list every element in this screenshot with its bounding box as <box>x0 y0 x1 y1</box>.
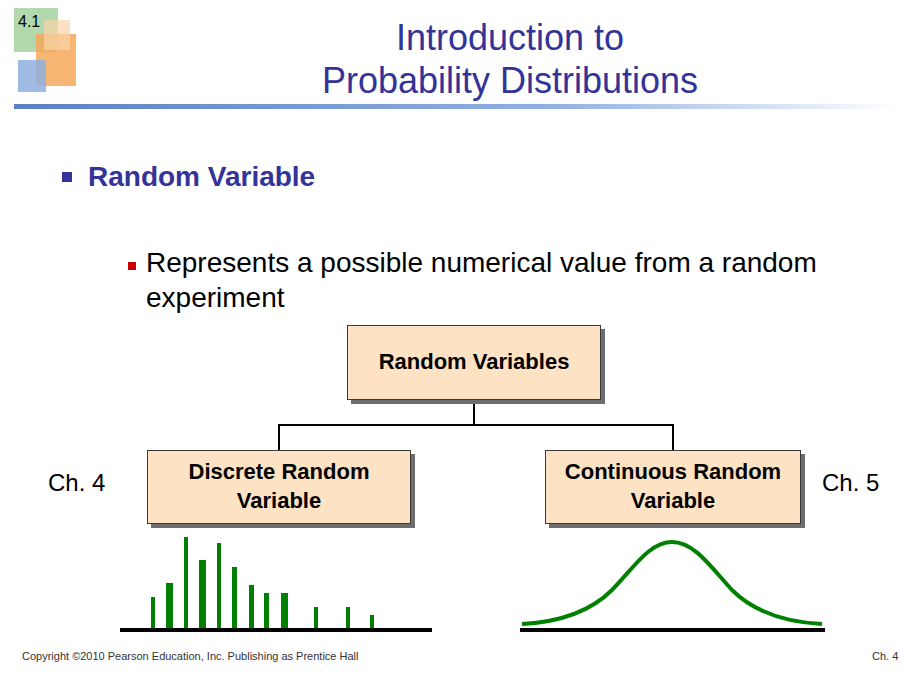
bell-curve-axis <box>520 628 825 632</box>
page-number: Ch. 4 <box>872 650 910 663</box>
process-box: Continuous Random Variable <box>545 450 801 524</box>
bell-curve <box>522 542 822 624</box>
bullet-marker <box>62 172 72 182</box>
box-label: Discrete Random Variable <box>158 458 400 515</box>
bar-chart-axis <box>120 628 432 632</box>
bullet-text: Represents a possible numerical value fr… <box>146 245 818 315</box>
discrete-bar-chart <box>151 537 374 630</box>
process-box: Discrete Random Variable <box>147 450 411 524</box>
tree-connector <box>474 400 673 450</box>
chapter-label: Ch. 4 <box>48 469 128 498</box>
sub-bullet-marker <box>128 262 136 270</box>
corner-decoration <box>14 8 76 92</box>
box-label: Random Variables <box>379 348 570 377</box>
slide-title: Introduction to Probability Distribution… <box>315 16 705 102</box>
chapter-label: Ch. 5 <box>822 469 902 498</box>
tree-connector <box>279 400 474 450</box>
bullet-heading: Random Variable <box>88 160 588 194</box>
copyright-footer: Copyright ©2010 Pearson Education, Inc. … <box>22 650 622 663</box>
section-number: 4.1 <box>18 12 68 31</box>
process-box: Random Variables <box>347 325 601 400</box>
title-rule <box>14 104 900 109</box>
box-label: Continuous Random Variable <box>556 458 790 515</box>
